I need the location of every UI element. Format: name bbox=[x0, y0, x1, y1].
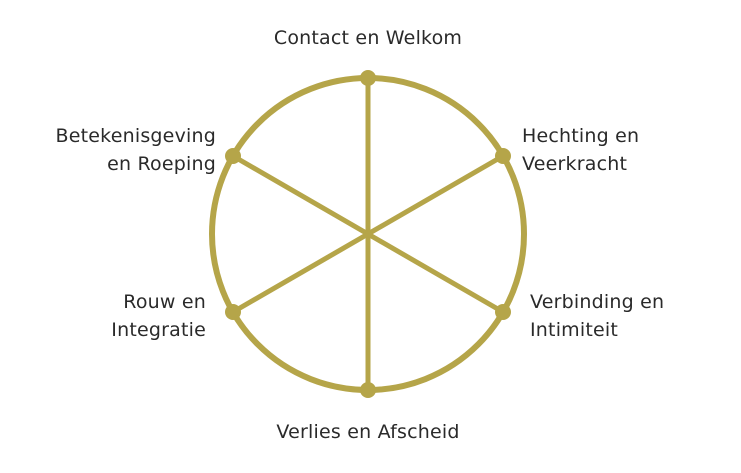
node-bottom bbox=[360, 382, 376, 398]
label-hechting-en-veerkracht: Hechting en Veerkracht bbox=[522, 122, 732, 178]
node-bottom-left bbox=[225, 304, 241, 320]
label-verbinding-en-intimiteit: Verbinding en Intimiteit bbox=[530, 288, 735, 344]
node-top-right bbox=[495, 148, 511, 164]
label-betekenisgeving-en-roeping: Betekenisgeving en Roeping bbox=[10, 122, 216, 178]
label-line: en Roeping bbox=[107, 153, 216, 175]
label-line: Contact en Welkom bbox=[273, 27, 463, 49]
label-line: Verbinding en bbox=[530, 291, 665, 313]
label-line: Verlies en Afscheid bbox=[276, 421, 460, 443]
spoke-bottomleft-topright bbox=[231, 153, 505, 315]
label-line: Rouw en bbox=[123, 291, 206, 313]
label-line: Veerkracht bbox=[522, 153, 628, 175]
label-rouw-en-integratie: Rouw en Integratie bbox=[10, 288, 206, 344]
label-line: Intimiteit bbox=[530, 319, 619, 341]
label-contact-en-welkom: Contact en Welkom bbox=[220, 24, 516, 52]
node-bottom-right bbox=[495, 304, 511, 320]
label-line: Betekenisgeving bbox=[55, 125, 216, 147]
node-top-left bbox=[225, 148, 241, 164]
label-verlies-en-afscheid: Verlies en Afscheid bbox=[220, 418, 516, 446]
label-line: Hechting en bbox=[522, 125, 640, 147]
label-line: Integratie bbox=[111, 319, 206, 341]
node-top bbox=[360, 70, 376, 86]
